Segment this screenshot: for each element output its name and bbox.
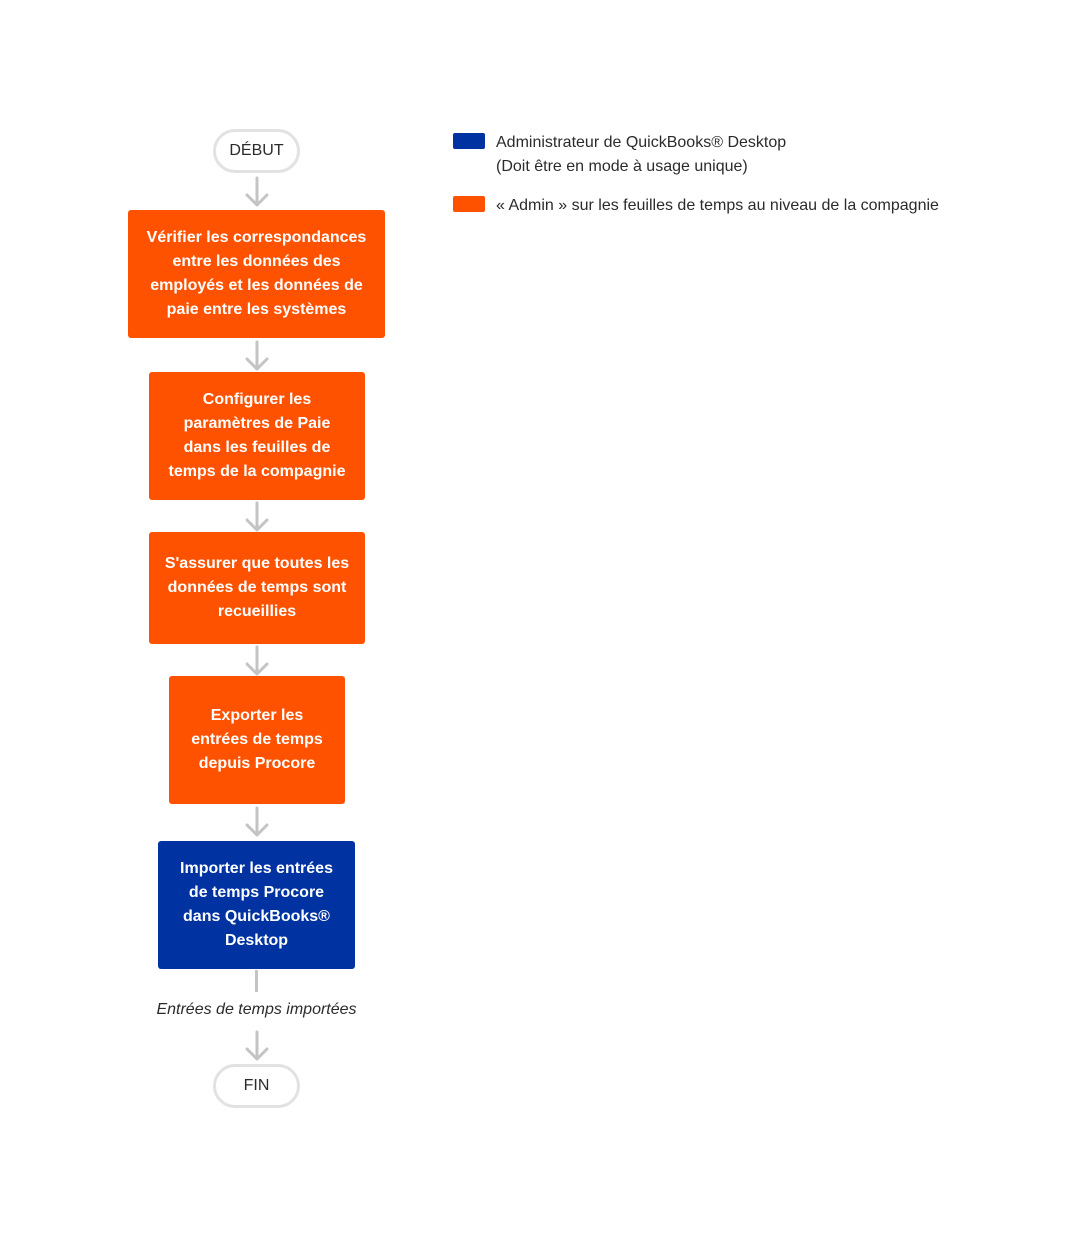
result-caption: Entrées de temps importées xyxy=(156,1001,357,1018)
step-label: Configurer les paramètres de Paie dans l… xyxy=(168,391,346,480)
legend-swatch-orange xyxy=(453,196,485,212)
step-import-quickbooks: Importer les entrées de temps Procore da… xyxy=(158,841,355,969)
legend-item-blue: Administrateur de QuickBooks® Desktop (D… xyxy=(453,131,786,179)
step-label: S'assurer que toutes les données de temp… xyxy=(164,555,350,620)
end-terminal: FIN xyxy=(213,1064,300,1108)
legend-sublabel: (Doit être en mode à usage unique) xyxy=(496,158,748,175)
arrow-down-icon xyxy=(244,806,270,838)
legend-label: Administrateur de QuickBooks® Desktop xyxy=(496,134,787,151)
arrow-down-icon xyxy=(244,645,270,677)
step-label: Importer les entrées de temps Procore da… xyxy=(180,860,333,949)
step-collect-time-data: S'assurer que toutes les données de temp… xyxy=(149,532,365,644)
legend-item-orange: « Admin » sur les feuilles de temps au n… xyxy=(453,194,939,218)
start-label: DÉBUT xyxy=(229,142,284,159)
arrow-down-icon xyxy=(244,501,270,533)
arrow-down-icon xyxy=(244,340,270,372)
step-label: Exporter les entrées de temps depuis Pro… xyxy=(191,707,323,772)
legend-label: « Admin » sur les feuilles de temps au n… xyxy=(496,197,939,214)
legend-swatch-blue xyxy=(453,133,485,149)
arrow-down-icon xyxy=(244,176,270,208)
step-configure-payroll: Configurer les paramètres de Paie dans l… xyxy=(149,372,365,500)
connector-line xyxy=(255,970,258,992)
step-export-entries: Exporter les entrées de temps depuis Pro… xyxy=(169,676,345,804)
step-label: Vérifier les correspondances entre les d… xyxy=(146,229,367,318)
step-verify-data: Vérifier les correspondances entre les d… xyxy=(128,210,385,338)
start-terminal: DÉBUT xyxy=(213,129,300,173)
end-label: FIN xyxy=(243,1077,270,1094)
arrow-down-icon xyxy=(244,1030,270,1062)
